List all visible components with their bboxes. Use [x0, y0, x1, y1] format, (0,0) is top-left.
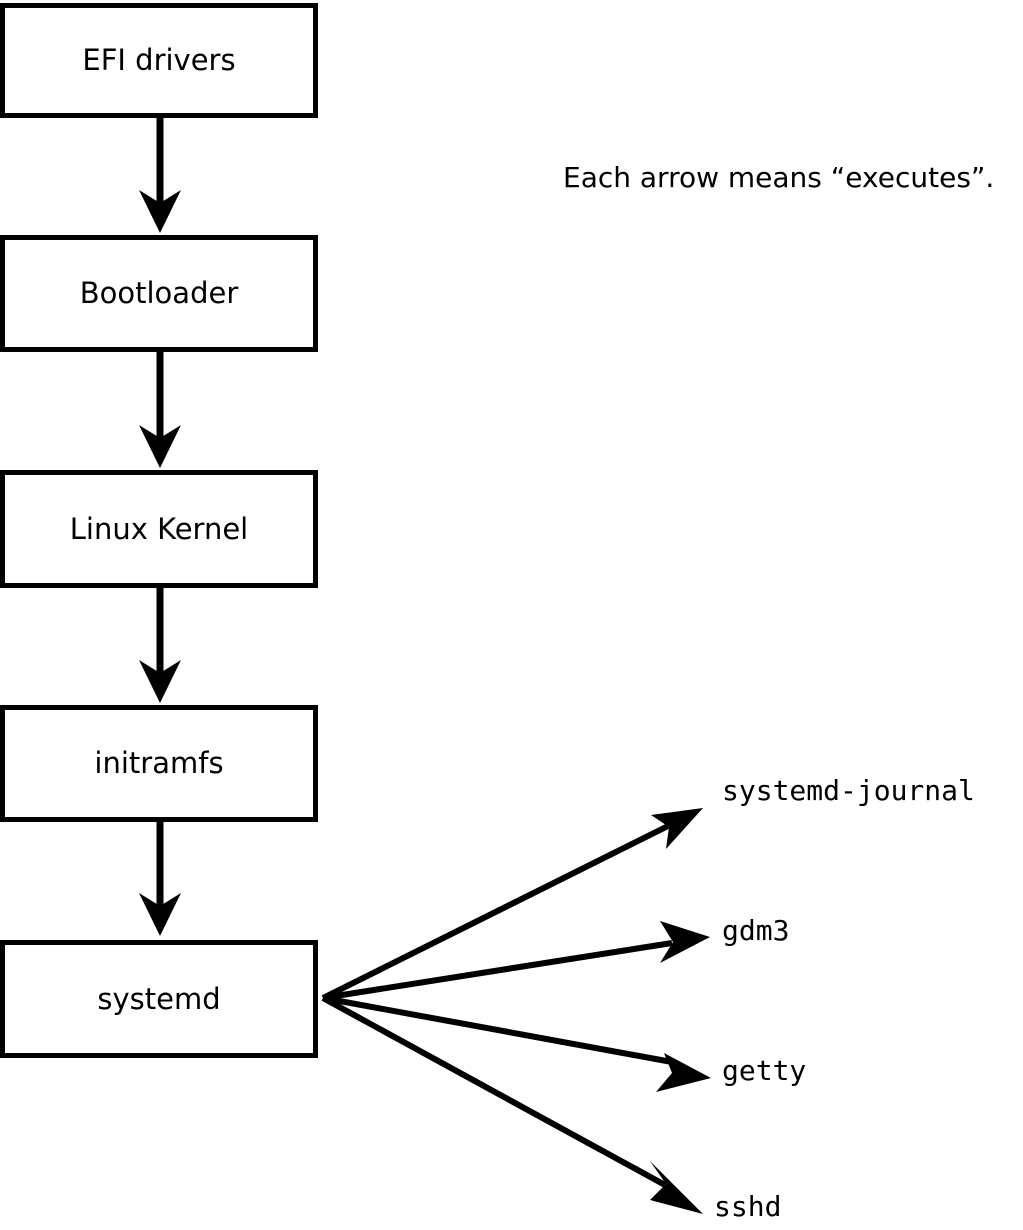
arrow-systemd-to-getty [322, 995, 711, 1092]
service-label-getty: getty [722, 1054, 807, 1087]
service-label-sshd: sshd [714, 1190, 782, 1223]
process-box-label: initramfs [94, 746, 224, 780]
process-box-systemd[interactable]: systemd [0, 940, 318, 1058]
process-box-initramfs[interactable]: initramfs [0, 705, 318, 822]
arrow-systemd-to-gdm3 [322, 921, 710, 1001]
service-label-systemd-journal: systemd-journal [722, 774, 975, 807]
process-box-label: EFI drivers [82, 43, 236, 77]
legend-note: Each arrow means “executes”. [563, 161, 995, 194]
arrow-systemd-to-systemd-journal [321, 808, 703, 1001]
process-box-linux-kernel[interactable]: Linux Kernel [0, 470, 318, 588]
service-label-gdm3: gdm3 [722, 914, 790, 947]
process-box-bootloader[interactable]: Bootloader [0, 235, 318, 352]
process-box-label: systemd [97, 981, 221, 1016]
process-box-efi-drivers[interactable]: EFI drivers [0, 3, 318, 118]
process-box-label: Bootloader [79, 276, 239, 310]
arrow-systemd-to-sshd [321, 995, 703, 1214]
arrow-bootloader-to-linux-kernel [139, 352, 181, 468]
process-box-label: Linux Kernel [69, 511, 249, 546]
arrow-initramfs-to-systemd [139, 822, 181, 936]
arrow-efi-drivers-to-bootloader [139, 118, 181, 233]
arrow-linux-kernel-to-initramfs [139, 588, 181, 703]
